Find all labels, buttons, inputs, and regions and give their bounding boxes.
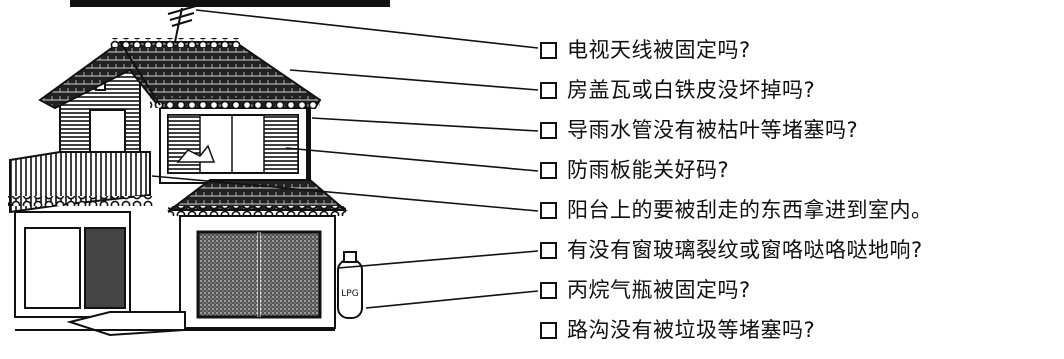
checkbox[interactable] — [540, 241, 557, 259]
checklist-item-label: 导雨水管没有被枯叶等堵塞吗? — [567, 117, 859, 142]
checklist-item-label: 路沟没有被垃圾等堵塞吗? — [567, 317, 816, 342]
plant-on-sill — [176, 144, 216, 163]
checklist-item-label: 有没有窗玻璃裂纹或窗咯哒咯哒地响? — [567, 237, 923, 262]
checklist-item: 丙烷气瓶被固定吗? — [540, 270, 933, 310]
shutter-left — [167, 114, 201, 174]
leader-lines — [151, 9, 539, 309]
checklist-item-label: 房盖瓦或白铁皮没坏掉吗? — [567, 77, 816, 102]
cropped-caption-fragment — [70, 0, 390, 7]
lower-roof-edge — [168, 206, 346, 216]
shutter-right — [263, 114, 299, 174]
checkbox[interactable] — [540, 281, 557, 299]
balcony-edge — [8, 196, 153, 206]
lower-roof — [167, 179, 348, 211]
checklist-item-label: 电视天线被固定吗? — [567, 37, 751, 62]
lpg-label: LPG — [341, 289, 358, 299]
checklist-item: 电视天线被固定吗? — [540, 30, 933, 70]
checkbox[interactable] — [540, 121, 557, 139]
checklist-item-label: 丙烷气瓶被固定吗? — [567, 277, 751, 302]
checkbox[interactable] — [540, 161, 557, 179]
checklist-item: 导雨水管没有被枯叶等堵塞吗? — [540, 110, 933, 150]
roof-ridge-tiles — [110, 38, 240, 47]
checkbox[interactable] — [540, 321, 557, 339]
checkbox[interactable] — [540, 81, 557, 99]
checklist-item: 路沟没有被垃圾等堵塞吗? — [540, 310, 933, 350]
checklist-item: 有没有窗玻璃裂纹或窗咯哒咯哒地响? — [540, 230, 933, 270]
checkbox[interactable] — [540, 201, 557, 219]
checklist-item: 房盖瓦或白铁皮没坏掉吗? — [540, 70, 933, 110]
roof-edge-tiles — [150, 98, 320, 108]
lower-left-opening — [84, 227, 126, 309]
checklist-item-label: 防雨板能关好码? — [567, 157, 730, 182]
checklist-item: 防雨板能关好码? — [540, 150, 933, 190]
checkbox[interactable] — [540, 41, 557, 59]
tv-antenna — [167, 5, 197, 43]
lower-left-door — [24, 227, 81, 309]
checklist-item: 阳台上的要被刮走的东西拿进到室内。 — [540, 190, 933, 230]
lpg-cylinder: LPG — [337, 251, 363, 319]
checklist-item-label: 阳台上的要被刮走的东西拿进到室内。 — [567, 197, 933, 222]
checklist: 电视天线被固定吗? 房盖瓦或白铁皮没坏掉吗? 导雨水管没有被枯叶等堵塞吗? 防雨… — [540, 30, 933, 350]
